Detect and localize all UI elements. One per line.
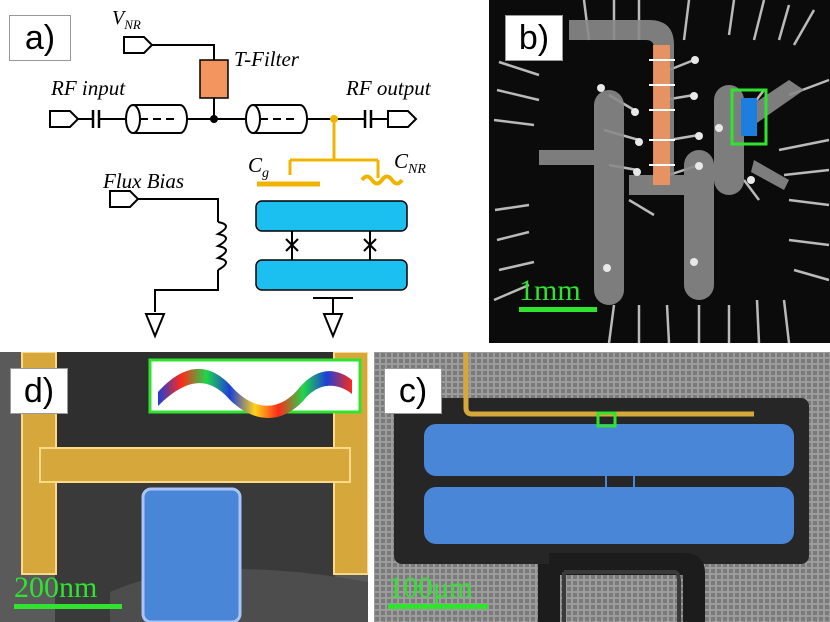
panel-d-label: d) bbox=[10, 368, 68, 414]
sem-overview bbox=[374, 352, 830, 622]
sem-gold-feedline bbox=[463, 352, 754, 417]
qubit-pad-bottom bbox=[255, 259, 408, 291]
nr-coupler-wiggle bbox=[360, 174, 404, 186]
sem-qubit-pad-bottom bbox=[424, 487, 794, 544]
circuit-diagram: VNR T-Filter RF input RF output Cg CNR F… bbox=[49, 7, 432, 339]
sem-blue-beam bbox=[141, 487, 242, 622]
svg-text:Cg: Cg bbox=[248, 153, 269, 181]
svg-text:CNR: CNR bbox=[394, 149, 426, 177]
chip-scale-text: 1mm bbox=[519, 274, 581, 307]
qubit-ground-icon bbox=[313, 297, 353, 339]
sem-overview-scale-text: 100μm bbox=[388, 571, 473, 604]
chip-filter-highlight bbox=[653, 45, 670, 185]
vnr-label: V bbox=[112, 7, 127, 29]
t-filter-box bbox=[199, 59, 229, 99]
vnr-port-icon bbox=[123, 36, 153, 54]
panel-a: VNR T-Filter RF input RF output Cg CNR F… bbox=[0, 0, 480, 345]
panel-a-label: a) bbox=[9, 15, 71, 61]
flux-bias-port-icon bbox=[109, 190, 139, 208]
sem-closeup-marker-box bbox=[596, 411, 617, 428]
panel-b-label: b) bbox=[505, 15, 563, 61]
flux-coil-icon bbox=[215, 221, 227, 271]
input-capacitor-icon bbox=[91, 110, 101, 128]
panel-b: b) 1mm bbox=[489, 0, 830, 343]
sem-gold-crossbar bbox=[39, 447, 351, 483]
chip-qubit-highlight-box bbox=[730, 88, 768, 146]
sem-closeup-scale-bar bbox=[14, 604, 122, 609]
coax-line-left-icon bbox=[125, 104, 188, 134]
flux-ground-icon bbox=[144, 313, 166, 339]
rf-output-port-icon bbox=[387, 110, 417, 128]
josephson-junction-left-icon bbox=[285, 238, 299, 252]
cg-label: C bbox=[248, 153, 263, 177]
sem-closeup-scale-text: 200nm bbox=[14, 571, 98, 604]
qubit-pad-top bbox=[255, 200, 408, 232]
sem-qubit-pad-top bbox=[424, 424, 794, 476]
flux-bias-label: Flux Bias bbox=[102, 169, 184, 193]
output-capacitor-icon bbox=[363, 110, 373, 128]
panel-c-label: c) bbox=[384, 368, 442, 414]
josephson-junction-right-icon bbox=[363, 238, 377, 252]
rf-input-port-icon bbox=[49, 110, 79, 128]
mode-shape-wave bbox=[158, 368, 352, 418]
svg-text:VNR: VNR bbox=[112, 7, 141, 32]
panel-d: d) 200nm bbox=[0, 352, 368, 622]
sem-overview-scale-bar bbox=[388, 604, 488, 609]
chip-scale-bar bbox=[519, 307, 597, 312]
rf-input-label: RF input bbox=[50, 76, 126, 100]
t-filter-label: T-Filter bbox=[234, 47, 300, 71]
rf-output-label: RF output bbox=[345, 76, 432, 100]
panel-c: c) 100μm bbox=[374, 352, 830, 622]
coax-line-right-icon bbox=[245, 104, 308, 134]
cnr-label: C bbox=[394, 149, 409, 173]
